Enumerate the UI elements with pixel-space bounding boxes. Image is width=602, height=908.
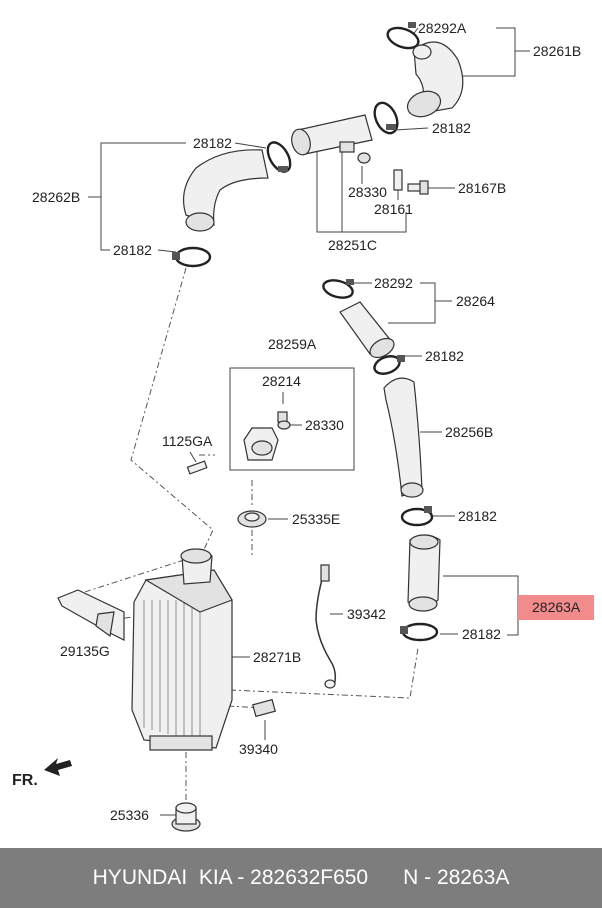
clamp-28182-left <box>266 141 292 173</box>
label-28182-left: 28182 <box>193 135 232 151</box>
label-28330-mid: 28330 <box>305 417 344 433</box>
label-28263A: 28263A <box>532 599 581 615</box>
label-28262B: 28262B <box>32 189 80 205</box>
front-arrow-icon <box>44 758 72 776</box>
clamp-28292 <box>322 279 354 299</box>
label-29135G: 29135G <box>60 643 110 659</box>
pipe-28256B <box>383 377 424 498</box>
label-28182-mid: 28182 <box>425 348 464 364</box>
grommet-25335E <box>237 510 267 528</box>
label-28330-top: 28330 <box>348 184 387 200</box>
label-39342: 39342 <box>347 606 386 622</box>
clamp-28182-r <box>400 506 434 527</box>
hose-28264 <box>339 301 395 359</box>
grommet-25336 <box>171 802 201 832</box>
label-28167B: 28167B <box>458 180 506 196</box>
clamp-28182-r2 <box>400 622 439 642</box>
intercooler-28271B <box>131 548 233 751</box>
label-28182-left2: 28182 <box>113 242 152 258</box>
label-fr: FR. <box>12 772 38 789</box>
parts-diagram: 28292A 28261B 28182 28182 28262B 28182 2… <box>12 20 594 832</box>
sensor-39340 <box>252 698 276 718</box>
label-28182-top: 28182 <box>432 120 471 136</box>
footer-text: HYUNDAI KIA - 282632F650 N - 28263A <box>92 866 510 889</box>
label-28261B: 28261B <box>533 43 581 59</box>
pipe-28251C <box>291 114 373 156</box>
label-28292A: 28292A <box>418 20 467 36</box>
label-28182-r: 28182 <box>458 508 497 524</box>
label-28292: 28292 <box>374 275 413 291</box>
label-28182-r2: 28182 <box>462 626 501 642</box>
bracket-box-28259A <box>229 367 355 471</box>
hose-28262B <box>183 149 269 232</box>
label-28251C: 28251C <box>328 237 377 253</box>
label-39340: 39340 <box>239 741 278 757</box>
clamp-28182-top <box>373 101 399 135</box>
label-28214: 28214 <box>262 373 301 389</box>
bolt-28161 <box>393 169 403 191</box>
bolt-1125GA <box>186 460 208 475</box>
label-28256B: 28256B <box>445 424 493 440</box>
shroud-29135G <box>57 589 125 641</box>
bolt-28167B <box>407 180 429 195</box>
sensor-39342 <box>315 564 337 689</box>
nut-28330-top <box>357 152 371 164</box>
highlight-28263A <box>518 595 594 620</box>
clamp-28182-mid <box>373 355 405 375</box>
label-28259A: 28259A <box>268 336 317 352</box>
clamp-28182-left2 <box>172 246 212 268</box>
label-25336: 25336 <box>110 807 149 823</box>
label-28161: 28161 <box>374 201 413 217</box>
label-28271B: 28271B <box>253 649 301 665</box>
label-25335E: 25335E <box>292 511 340 527</box>
label-1125GA: 1125GA <box>162 433 213 449</box>
label-28264: 28264 <box>456 293 495 309</box>
hose-28261B <box>406 41 464 118</box>
dashed-connection-lines <box>59 267 419 806</box>
hose-28263A <box>407 534 441 612</box>
clamp-28292A <box>386 22 420 50</box>
footer-bar: HYUNDAI KIA - 282632F650 N - 28263A <box>0 848 602 908</box>
part-labels: 28292A 28261B 28182 28182 28262B 28182 2… <box>12 20 581 823</box>
